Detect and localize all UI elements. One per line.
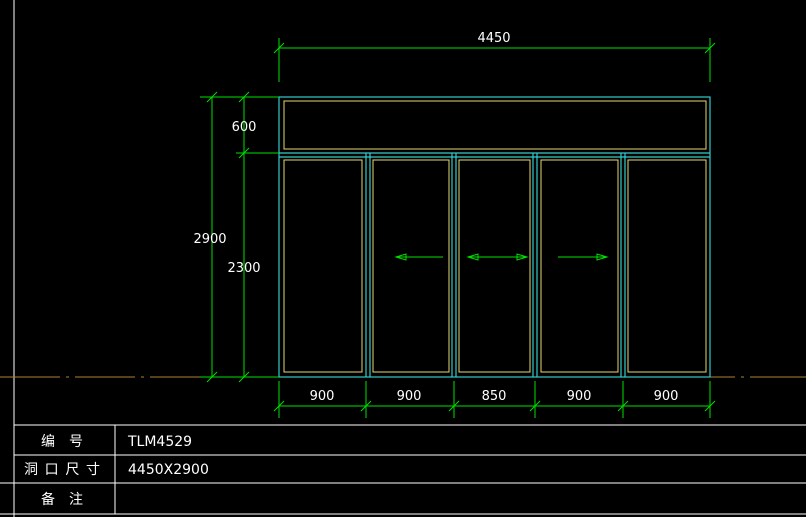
dim-panel-5-text: 900 [654, 389, 679, 404]
dim-panel-4-text: 900 [567, 389, 592, 404]
panel-glass-2 [372, 159, 450, 373]
dim-panel-3-text: 850 [482, 389, 507, 404]
dim-overall-width-text: 4450 [477, 31, 510, 46]
dim-bottom [273, 381, 716, 418]
door-panels [283, 159, 707, 373]
panel-glass-5 [627, 159, 707, 373]
dim-left [200, 91, 279, 383]
table-label-remarks: 备 注 [41, 491, 83, 508]
dim-overall-height-text: 2900 [193, 232, 226, 247]
arrow-left-icon [394, 253, 443, 261]
dim-panel-2-text: 900 [397, 389, 422, 404]
transom-glass [283, 100, 707, 150]
dim-door-height-text: 2300 [227, 261, 260, 276]
dim-overall-width [273, 38, 716, 82]
arrow-right-icon [558, 253, 609, 261]
panel-glass-3 [458, 159, 531, 373]
dim-panel-1-text: 900 [310, 389, 335, 404]
dim-transom-height-text: 600 [232, 120, 257, 135]
arrow-bidirectional-icon [466, 253, 529, 261]
table-value-number: TLM4529 [127, 434, 192, 450]
panel-glass-4 [540, 159, 619, 373]
table-label-opening-size: 洞口尺寸 [24, 462, 100, 478]
table-label-number: 编 号 [41, 434, 83, 450]
panel-glass-1 [283, 159, 363, 373]
door-frame [278, 96, 711, 378]
slide-arrows [394, 253, 609, 261]
table-value-opening-size: 4450X2900 [128, 462, 209, 478]
